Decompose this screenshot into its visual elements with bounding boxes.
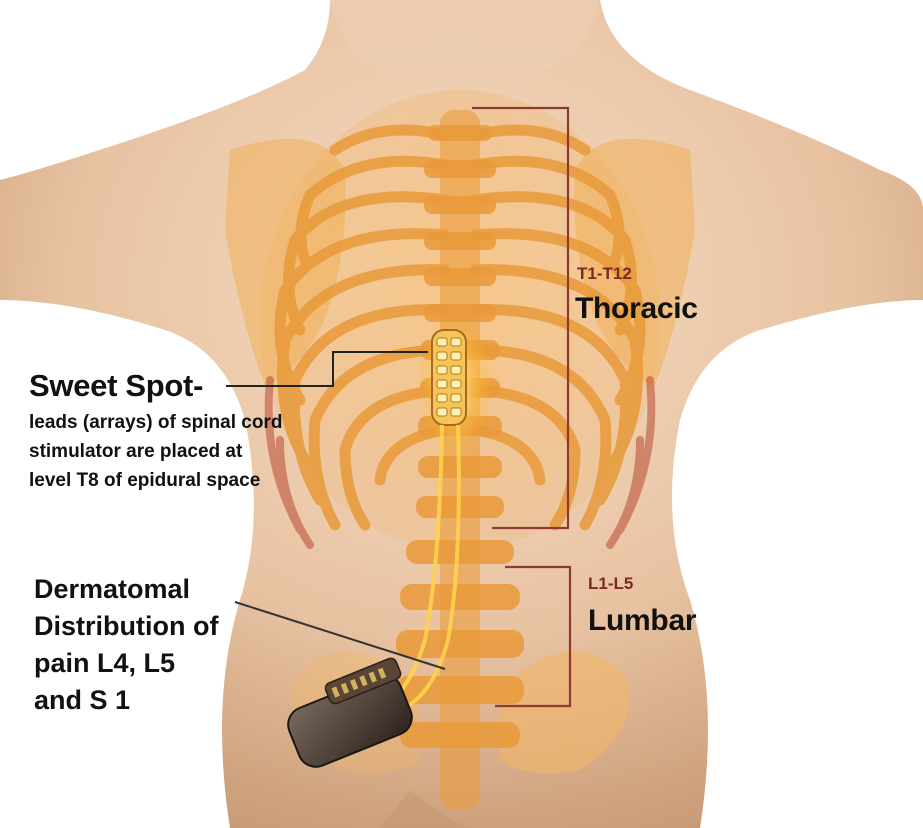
stimulator-leads-icon (383, 315, 493, 714)
sweet-spot-line-3: level T8 of epidural space (29, 470, 261, 491)
thoracic-bracket (472, 106, 570, 530)
dermatomal-line-1: Dermatomal (34, 574, 191, 604)
thoracic-range-label: T1-T12 (577, 264, 632, 283)
dermatomal-callout-line (234, 601, 446, 670)
lumbar-region-label: Lumbar (588, 604, 697, 637)
lumbar-bracket (495, 565, 572, 708)
thoracic-region-label: Thoracic (575, 292, 698, 325)
dermatomal-line-3: pain L4, L5 (34, 648, 176, 678)
dermatomal-line-2: Distribution of (34, 611, 219, 641)
sweet-spot-line-1: leads (arrays) of spinal cord (29, 412, 283, 433)
implanted-pulse-generator-icon (287, 657, 413, 768)
sweet-spot-line-2: stimulator are placed at (29, 441, 243, 462)
lumbar-range-label: L1-L5 (588, 574, 634, 593)
sweet-spot-title: Sweet Spot- (29, 368, 204, 403)
dermatomal-label: Dermatomal Distribution of pain L4, L5 a… (34, 571, 218, 719)
sweet-spot-description: leads (arrays) of spinal cord stimulator… (29, 408, 282, 495)
sweet-spot-callout-line (226, 351, 428, 387)
dermatomal-line-4: and S 1 (34, 685, 131, 715)
